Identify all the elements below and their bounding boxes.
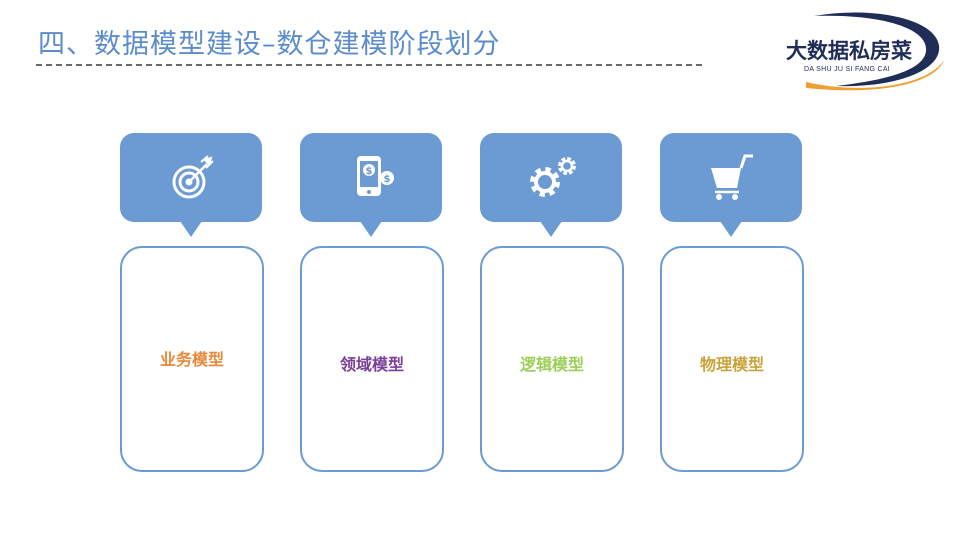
shopping-cart-icon <box>711 154 753 200</box>
stage-card-domain: 领域模型 <box>300 246 444 472</box>
svg-text:$: $ <box>384 174 391 185</box>
stage-label-domain: 领域模型 <box>339 355 404 374</box>
stage-bubble-logical <box>480 133 622 237</box>
title-divider <box>36 64 702 66</box>
svg-text:$: $ <box>366 166 373 177</box>
stage-card-physical: 物理模型 <box>660 246 804 472</box>
stage-card-business: 业务模型 <box>120 246 264 472</box>
brand-logo: 大数据私房菜 DA SHU JU SI FANG CAI <box>776 8 946 92</box>
target-arrow-icon <box>172 155 214 199</box>
logo-main-text: 大数据私房菜 <box>786 39 912 63</box>
stage-card-logical: 逻辑模型 <box>480 246 624 472</box>
stage-label-logical: 逻辑模型 <box>519 355 584 374</box>
stage-bubble-business <box>120 133 262 237</box>
gears-icon <box>530 157 576 197</box>
logo-swoosh-icon <box>806 12 944 91</box>
phone-money-icon: $ $ <box>357 156 394 196</box>
stage-label-physical: 物理模型 <box>699 355 764 374</box>
logo-sub-text: DA SHU JU SI FANG CAI <box>804 66 891 73</box>
stage-bubble-physical <box>660 133 802 237</box>
stage-bubble-domain: $ $ <box>300 133 442 237</box>
stage-label-business: 业务模型 <box>159 350 224 369</box>
slide-title: 四、数据模型建设–数仓建模阶段划分 <box>38 29 501 60</box>
